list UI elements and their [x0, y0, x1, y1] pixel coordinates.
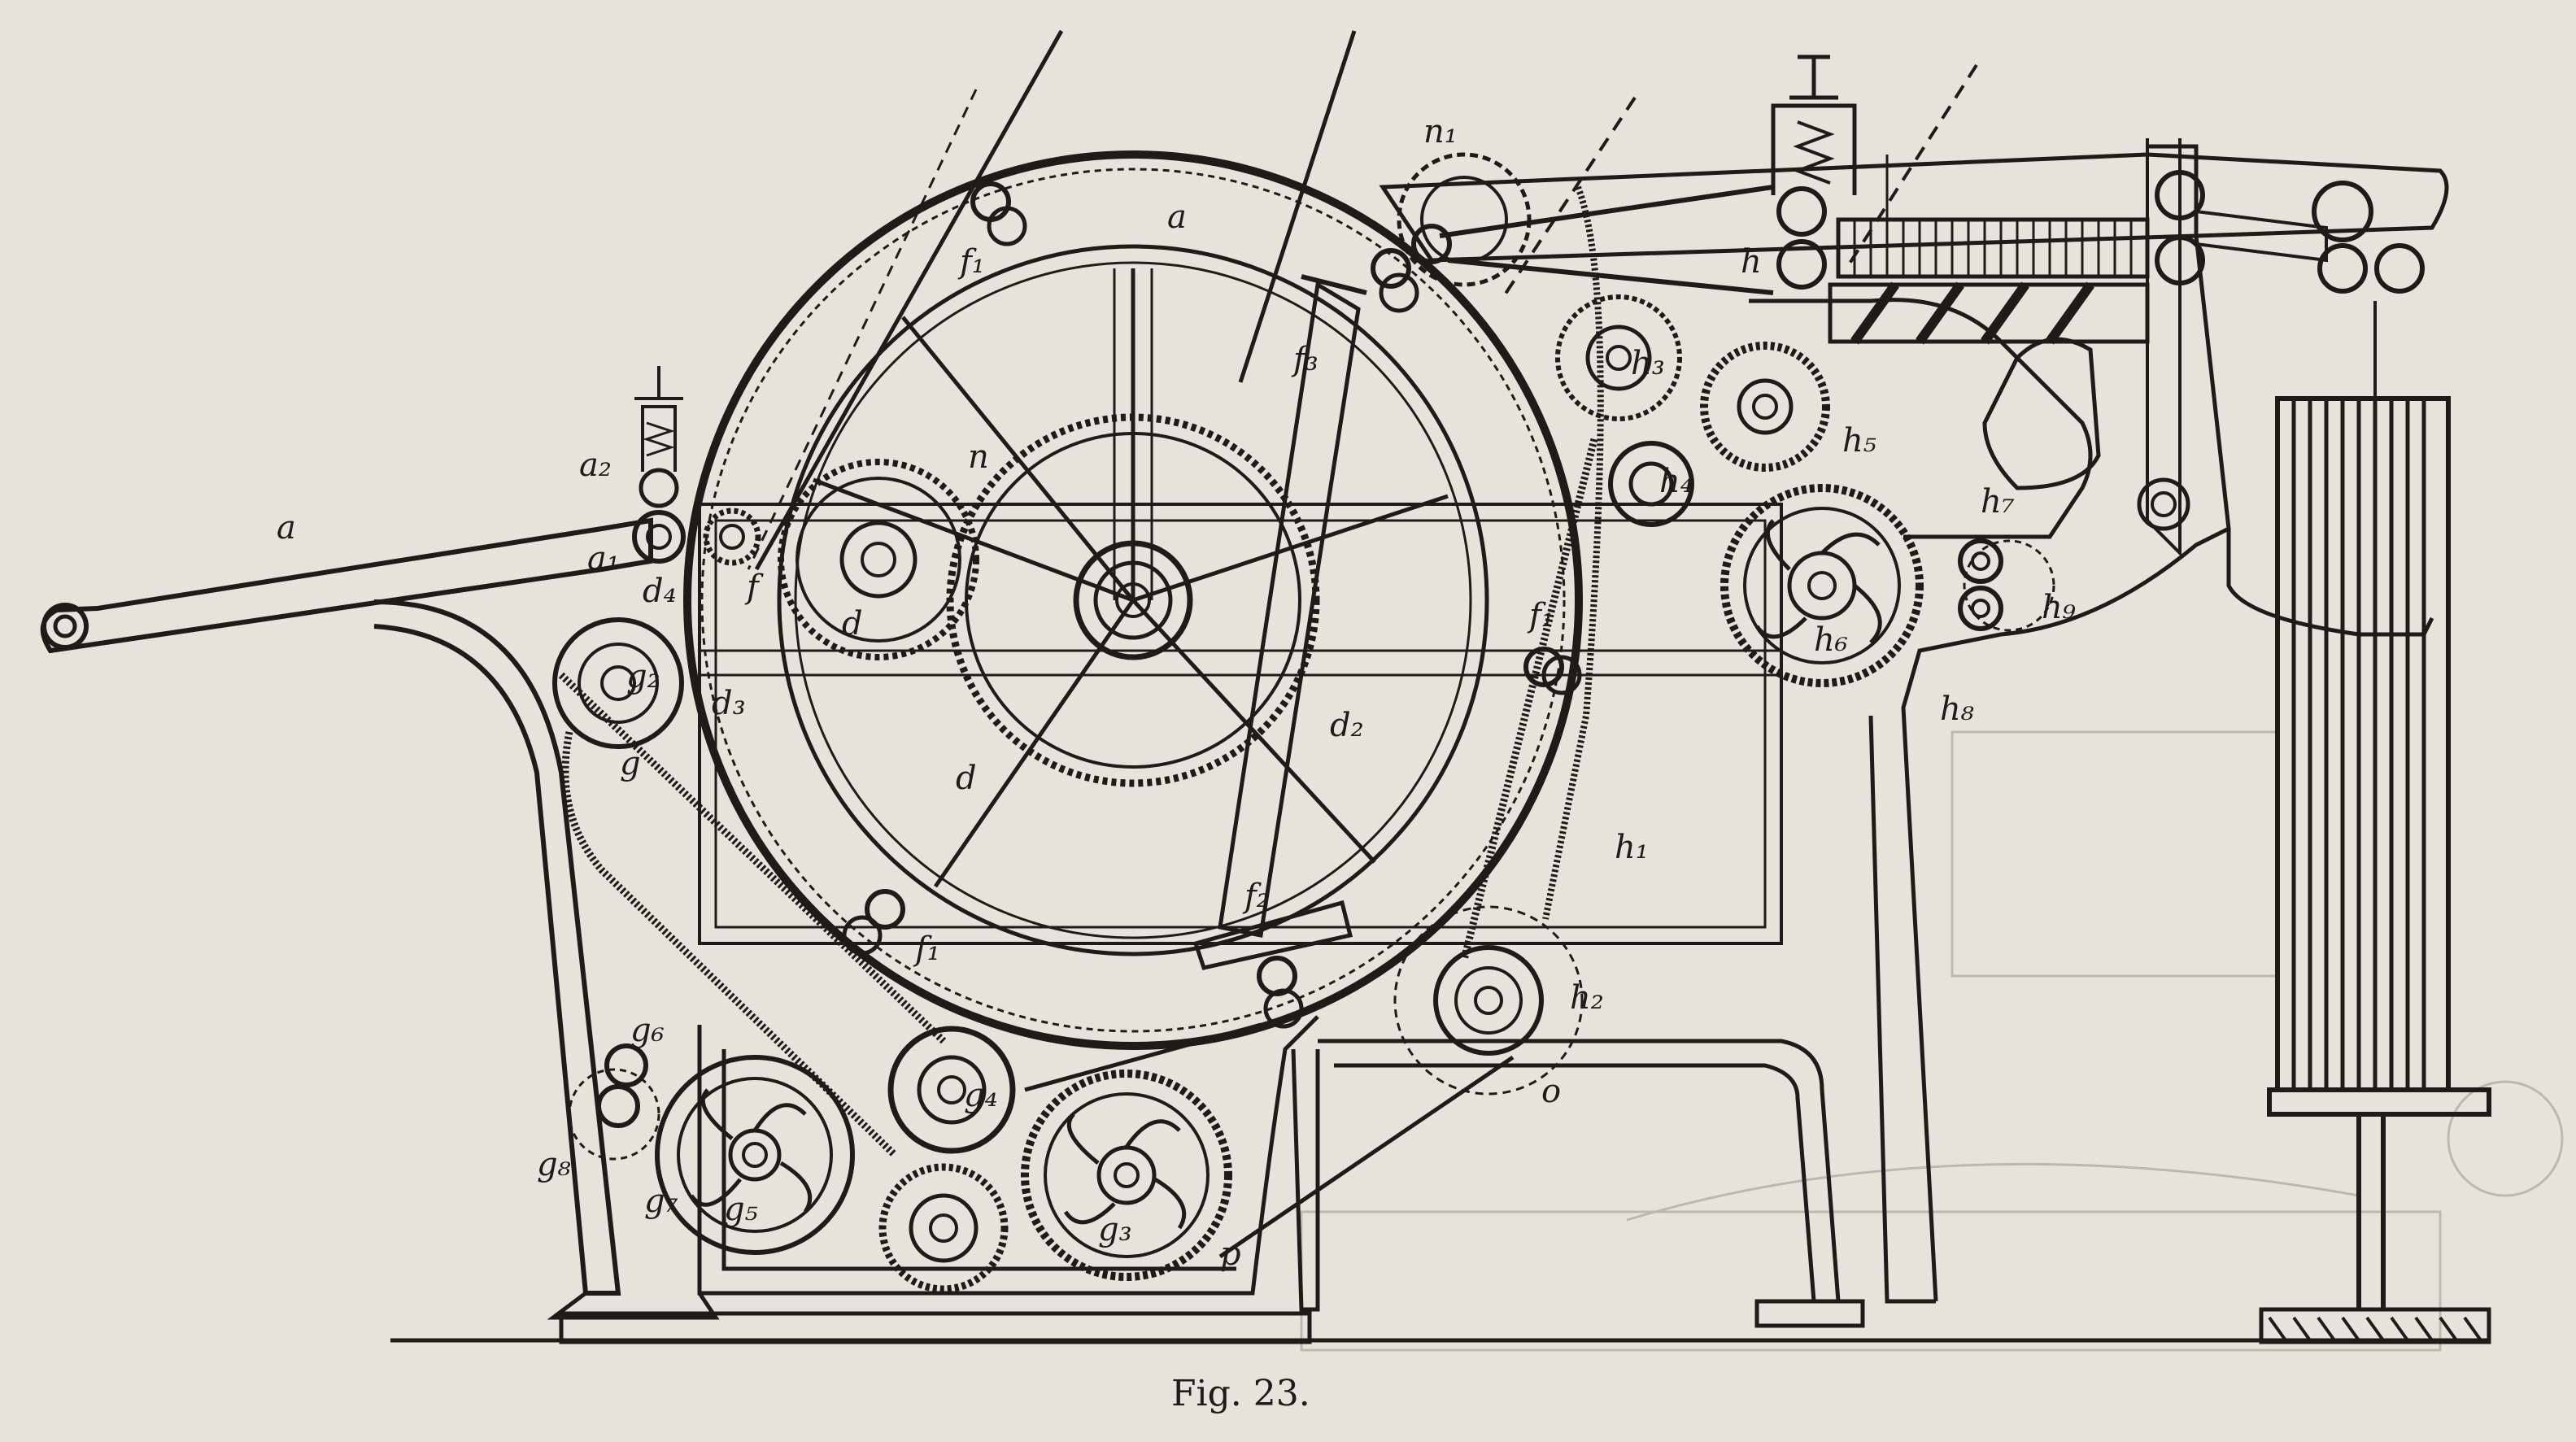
main-cylinder [683, 150, 1583, 1050]
label-h7: h₇ [1981, 483, 2015, 521]
label-d-hub: d [842, 605, 863, 643]
label-h2: h₂ [1570, 979, 1604, 1017]
doffer-rollers [1393, 152, 2055, 1096]
small-rollers-f1 [842, 181, 1582, 1029]
machine-frame [40, 138, 2449, 1344]
label-a1: a₁ [587, 540, 620, 577]
label-g: g [620, 745, 641, 782]
label-h4: h₄ [1659, 463, 1693, 500]
label-d4: d₄ [643, 573, 677, 610]
part-labels: a a a₂ a₁ d₄ d₃ d₂ d d f f₁ f₁ f₁ f₂ f₃ … [277, 113, 2076, 1273]
label-h5: h₅ [1842, 422, 1876, 460]
left-gear-cluster [552, 274, 1367, 970]
label-d2: d₂ [1330, 707, 1364, 744]
label-g2: g₂ [626, 658, 660, 695]
label-g5: g₅ [724, 1191, 758, 1228]
label-d: d [956, 760, 977, 797]
label-a2: a₂ [579, 447, 612, 484]
label-f3: f₃ [1291, 341, 1319, 378]
label-f1-right: f₁ [1527, 597, 1554, 634]
figure-caption: Fig. 23. [1171, 1373, 1310, 1414]
sliver-can [2259, 301, 2491, 1344]
label-g6: g₆ [630, 1012, 665, 1049]
label-d3: d₃ [712, 685, 746, 722]
label-h6: h₆ [1814, 621, 1848, 659]
label-n1: n₁ [1423, 113, 1458, 150]
label-h9: h₉ [2042, 589, 2076, 626]
label-o: o [1541, 1073, 1561, 1110]
label-a: a [277, 509, 296, 547]
label-h1: h₁ [1615, 829, 1649, 866]
label-g7: g₇ [644, 1183, 678, 1220]
label-f1-bottom: f₁ [913, 930, 940, 968]
feed-lines [747, 29, 1978, 571]
label-g8: g₈ [537, 1146, 571, 1183]
label-a-upper: a [1167, 198, 1187, 236]
label-g3: g₃ [1098, 1211, 1132, 1248]
label-n: n [968, 438, 989, 476]
label-f1-top: f₁ [957, 243, 985, 281]
label-h: h [1741, 243, 1762, 281]
label-f2: f₂ [1242, 878, 1270, 915]
comb-assembly [1411, 54, 2425, 345]
lower-gears [558, 185, 1604, 1293]
label-h8: h₈ [1940, 691, 1974, 728]
label-g4: g₄ [964, 1077, 998, 1114]
label-h3: h₃ [1631, 345, 1665, 382]
label-p: p [1220, 1235, 1241, 1273]
label-f: f [744, 569, 764, 606]
